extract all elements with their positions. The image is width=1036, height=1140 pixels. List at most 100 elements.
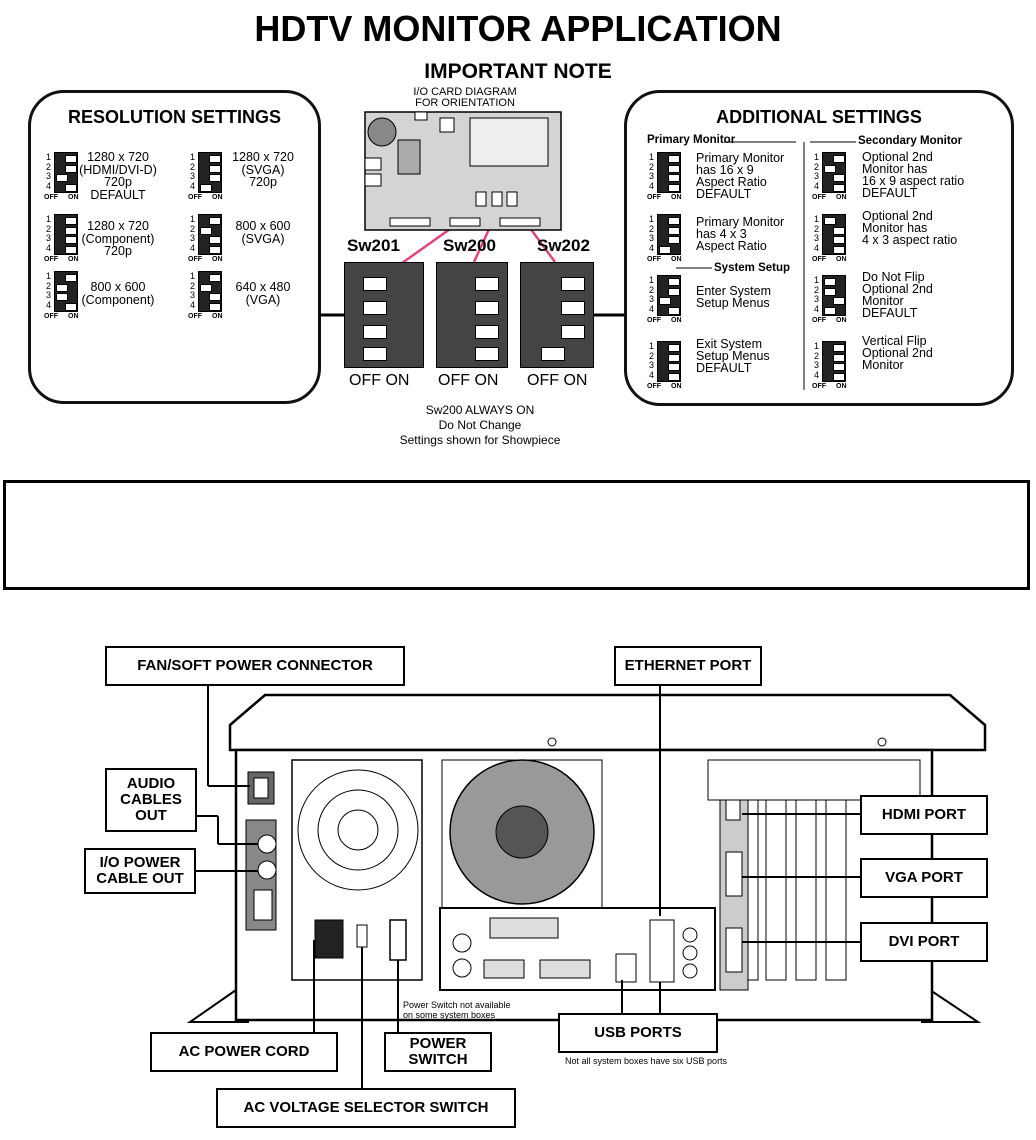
add-dip-2-off: OFF — [812, 194, 826, 201]
add-dip-1 — [657, 152, 681, 193]
additional-dividers — [676, 141, 856, 390]
res-dip-2-on: ON — [212, 194, 223, 201]
dvi-port-callout: DVI PORT — [860, 922, 988, 962]
additional-settings-title: ADDITIONAL SETTINGS — [716, 107, 922, 127]
res-label-3: 1280 x 720(Component)720p — [81, 219, 155, 258]
vga-port-callout: VGA PORT — [860, 858, 988, 898]
important-note-heading: IMPORTANT NOTE — [424, 60, 612, 83]
res-label-4: 800 x 600(SVGA) — [235, 219, 291, 246]
io-card-diagram — [364, 111, 562, 231]
res-dip-4-off: OFF — [188, 256, 202, 263]
fan-power-connector-callout: FAN/SOFT POWER CONNECTOR — [105, 646, 405, 686]
primary-monitor-header: Primary Monitor — [647, 134, 736, 146]
sw202-switch — [520, 262, 594, 368]
ethernet-port-callout: ETHERNET PORT — [614, 646, 762, 686]
add-dip-5 — [657, 275, 681, 316]
res-dip-6-off: OFF — [188, 313, 202, 320]
res-dip-1 — [54, 152, 78, 193]
add-dip-7 — [657, 341, 681, 382]
add-dip-2-on: ON — [836, 194, 847, 201]
sw202-offon: OFF ON — [527, 372, 588, 389]
secondary-monitor-header: Secondary Monitor — [858, 135, 963, 147]
res-dip-2 — [198, 152, 222, 193]
res-dip-3-on: ON — [68, 256, 79, 263]
ac-voltage-selector-callout: AC VOLTAGE SELECTOR SWITCH — [216, 1088, 516, 1128]
usb-note: Not all system boxes have six USB ports — [565, 1056, 728, 1066]
add-dip-7-on: ON — [671, 383, 682, 390]
add-dip-4 — [822, 214, 846, 255]
sw201-label: Sw201 — [347, 236, 400, 255]
sw201-offon: OFF ON — [349, 372, 410, 389]
add-dip-4-off: OFF — [812, 256, 826, 263]
res-dip-3-off: OFF — [44, 256, 58, 263]
res-label-5: 800 x 600(Component) — [81, 280, 155, 307]
res-dip-3 — [54, 214, 78, 255]
add-dip-8 — [822, 341, 846, 382]
add-dip-3-off: OFF — [647, 256, 661, 263]
res-label-6: 640 x 480(VGA) — [235, 280, 291, 307]
res-dip-2-off: OFF — [188, 194, 202, 201]
io-card-caption: I/O CARD DIAGRAM FOR ORIENTATION — [360, 87, 570, 109]
res-dip-6 — [198, 271, 222, 312]
res-dip-4-on: ON — [212, 256, 223, 263]
ac-power-cord-callout: AC POWER CORD — [150, 1032, 338, 1072]
res-dip-1-on: ON — [68, 194, 79, 201]
sw200-switch — [436, 262, 508, 368]
add-dip-6-on: ON — [836, 317, 847, 324]
additional-settings-panel: ADDITIONAL SETTINGS — [624, 90, 1014, 406]
io-card-line1: I/O CARD DIAGRAM — [413, 86, 517, 98]
sw201-switch — [344, 262, 424, 368]
hdmi-port-callout: HDMI PORT — [860, 795, 988, 835]
add-dip-8-on: ON — [836, 383, 847, 390]
res-dip-1-off: OFF — [44, 194, 58, 201]
system-setup-header: System Setup — [714, 262, 791, 274]
res-label-2: 1280 x 720(SVGA)720p — [232, 150, 294, 189]
res-dip-5-off: OFF — [44, 313, 58, 320]
add-dip-5-on: ON — [671, 317, 682, 324]
sw200-offon: OFF ON — [438, 372, 499, 389]
add-dip-8-off: OFF — [812, 383, 826, 390]
usb-ports-callout: USB PORTS — [558, 1013, 718, 1053]
add-dip-1-on: ON — [671, 194, 682, 201]
add-dip-5-off: OFF — [647, 317, 661, 324]
io-card-line2: FOR ORIENTATION — [415, 97, 515, 109]
add-dip-3 — [657, 214, 681, 255]
res-dip-5 — [54, 271, 78, 312]
res-dip-6-on: ON — [212, 313, 223, 320]
add-dip-1-off: OFF — [647, 194, 661, 201]
resolution-settings-title: RESOLUTION SETTINGS — [67, 107, 281, 127]
add-dip-7-off: OFF — [647, 383, 661, 390]
res-dip-5-on: ON — [68, 313, 79, 320]
sw200-label: Sw200 — [443, 236, 496, 255]
system-box-back-diagram — [186, 686, 987, 1100]
page-title: HDTV MONITOR APPLICATION — [254, 8, 782, 49]
res-dip-4 — [198, 214, 222, 255]
add-dip-3-on: ON — [671, 256, 682, 263]
add-dip-4-on: ON — [836, 256, 847, 263]
